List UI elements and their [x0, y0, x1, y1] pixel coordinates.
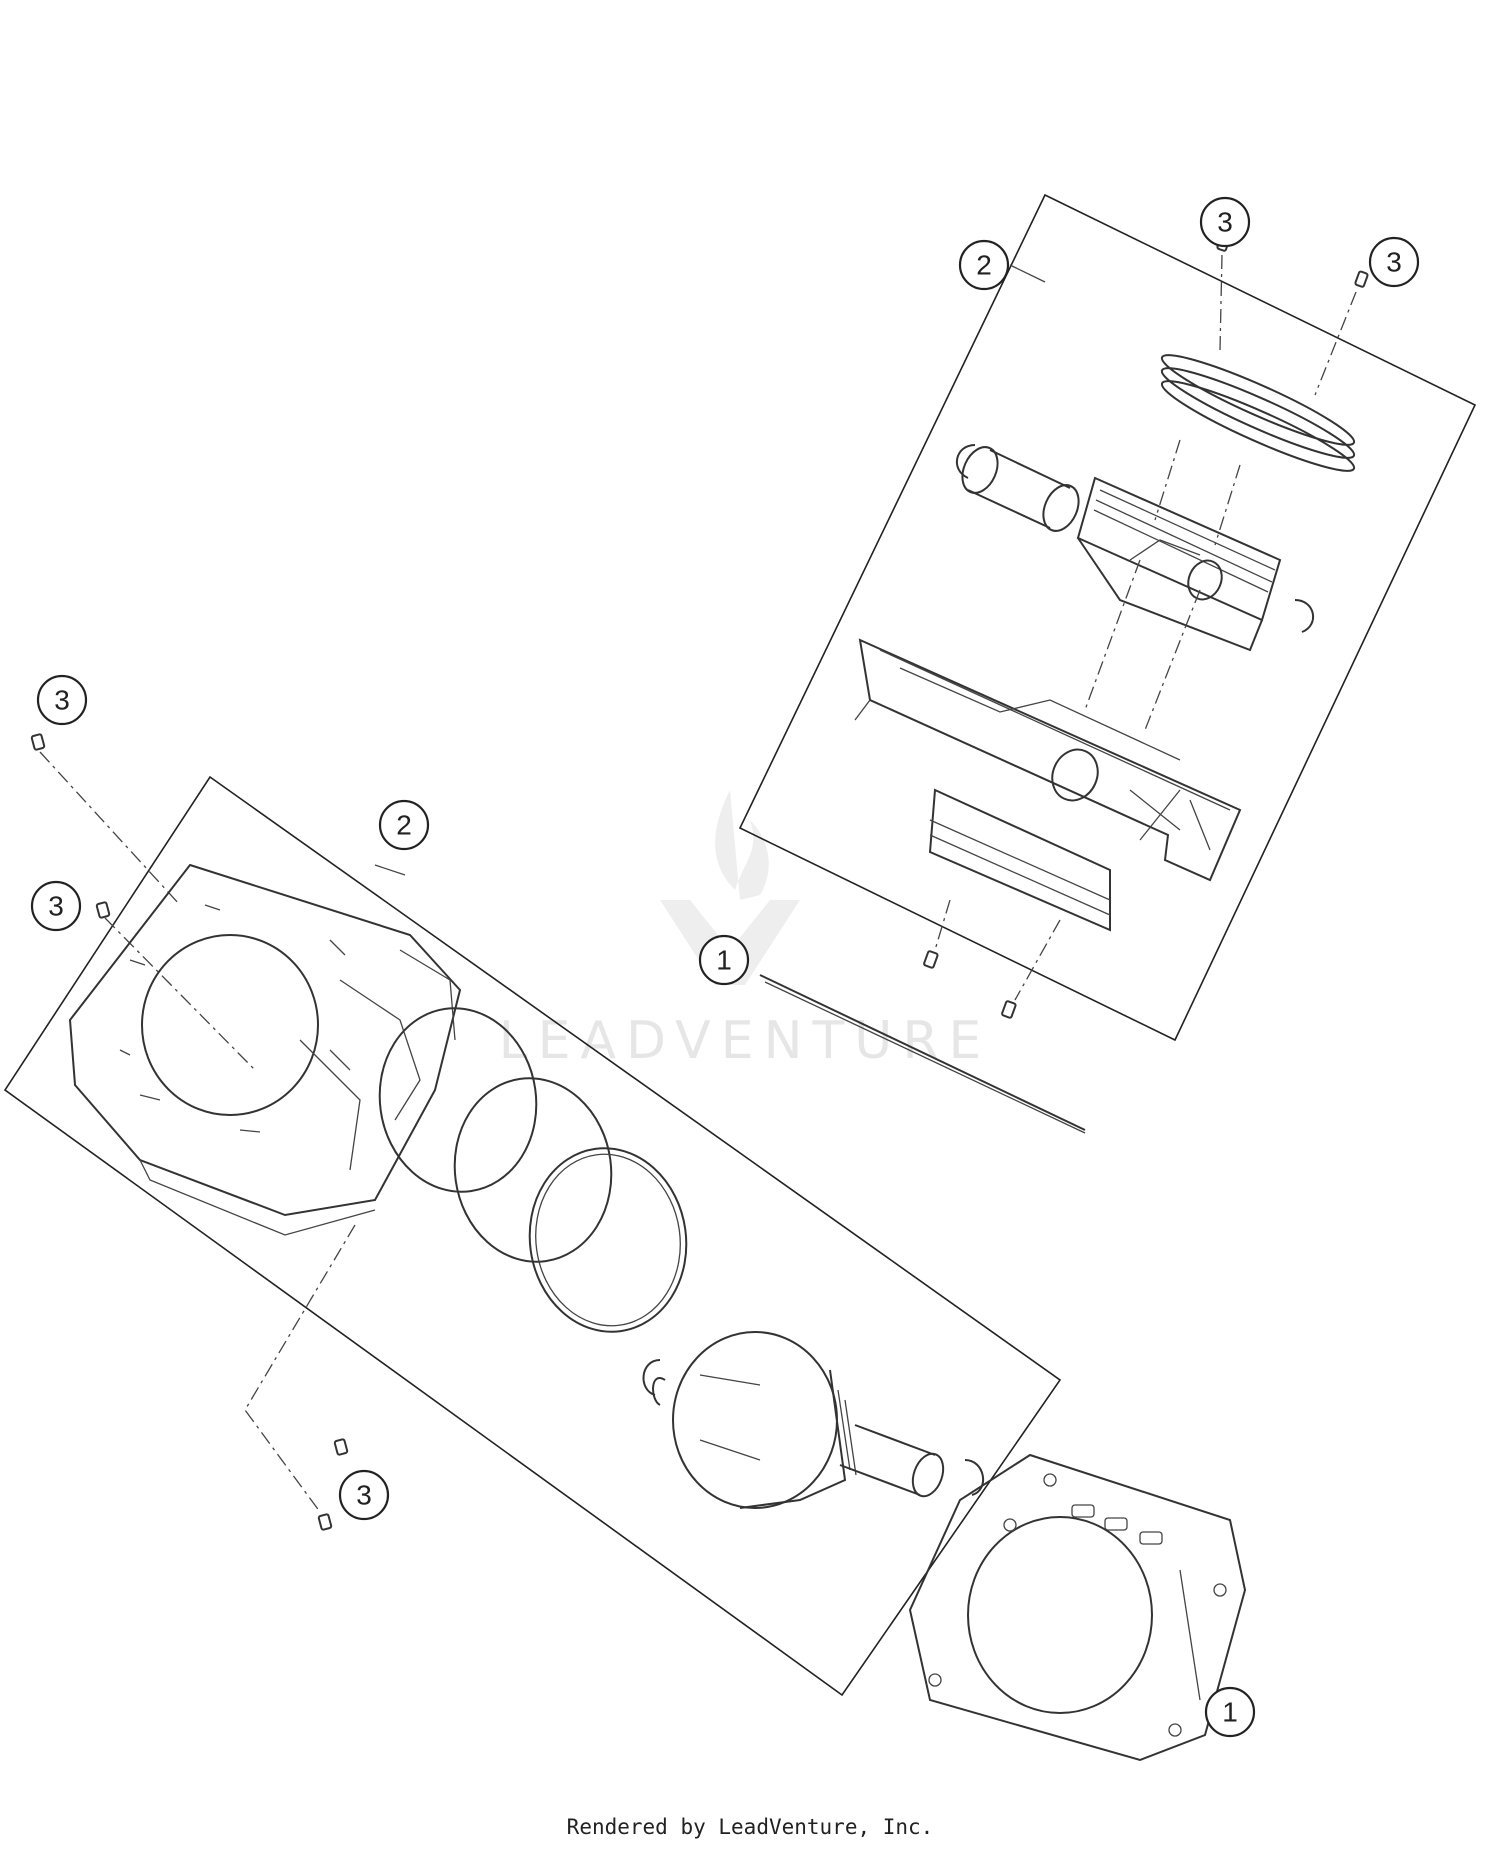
- bolt-axis-line-2: [104, 917, 256, 1071]
- svg-text:3: 3: [54, 685, 70, 716]
- footer-credit: Rendered by LeadVenture, Inc.: [566, 1815, 934, 1839]
- callout-top-retainer: 3: [1199, 196, 1251, 248]
- svg-text:1: 1: [716, 945, 732, 976]
- cylinder-axis-line-1: [1084, 559, 1141, 711]
- cylinder-base-gasket: [908, 1453, 1247, 1762]
- callout-upper-left-bolt: 3: [36, 674, 88, 726]
- svg-text:1: 1: [1222, 1697, 1238, 1728]
- piston-rings-top: [1160, 354, 1356, 472]
- callout-dowel-bottom: 3: [338, 1469, 390, 1521]
- svg-text:3: 3: [48, 891, 64, 922]
- piston-pin-lower: [839, 1424, 945, 1498]
- clip-axis-line-2: [1314, 291, 1357, 396]
- svg-text:2: 2: [976, 250, 992, 281]
- dowel-top-2: [1001, 1000, 1017, 1019]
- piston-top: [1076, 476, 1282, 652]
- piston-axis-line-2: [1214, 464, 1241, 546]
- leadventure-watermark: LEADVENTURE: [499, 790, 992, 1071]
- dowel-axis-line-3: [244, 1224, 356, 1513]
- piston-pin-top: [961, 446, 1080, 532]
- lower-frame-leader: [374, 864, 406, 876]
- clip-axis-line-1: [1219, 254, 1223, 351]
- dowel-axis-line-2: [1014, 919, 1061, 1001]
- callout-gasket: 1: [1204, 1686, 1256, 1738]
- cylinder-top: [854, 638, 1242, 932]
- dowel-bottom-2: [317, 1513, 333, 1531]
- callout-left-bolt: 3: [30, 880, 82, 932]
- piston-rings-lower: [378, 1007, 688, 1333]
- bolt-upper-left: [30, 733, 46, 751]
- piston-lower: [652, 1331, 857, 1509]
- top-assembly-frame: [738, 193, 1477, 1042]
- circlip-left-lower: [642, 1359, 661, 1396]
- dowel-top-1: [923, 950, 939, 969]
- svg-text:3: 3: [356, 1480, 372, 1511]
- svg-text:2: 2: [396, 810, 412, 841]
- retainer-clip-right: [1354, 270, 1369, 288]
- o-ring: [759, 974, 1086, 1131]
- top-frame-leader: [1009, 264, 1046, 283]
- dowel-bottom-1: [333, 1438, 349, 1456]
- callout-o-ring: 1: [698, 934, 750, 986]
- callout-top-frame: 2: [958, 239, 1010, 291]
- svg-text:3: 3: [1386, 247, 1402, 278]
- bolt-left: [95, 901, 111, 919]
- circlip-left-top: [955, 444, 976, 479]
- lower-assembly-frame: [3, 775, 1062, 1697]
- watermark-text: LEADVENTURE: [499, 1011, 992, 1071]
- cylinder-lower: [68, 863, 462, 1236]
- piston-axis-line-1: [1154, 439, 1181, 521]
- callout-lower-frame: 2: [378, 799, 430, 851]
- circlip-right-top: [1294, 599, 1315, 633]
- circlip-right-lower: [964, 1459, 985, 1496]
- callout-top-retainer-right: 3: [1368, 236, 1420, 288]
- bolt-axis-line-1: [39, 751, 181, 906]
- cylinder-axis-line-2: [1144, 589, 1201, 731]
- svg-text:3: 3: [1217, 207, 1233, 238]
- dowel-axis-line-1: [934, 899, 951, 951]
